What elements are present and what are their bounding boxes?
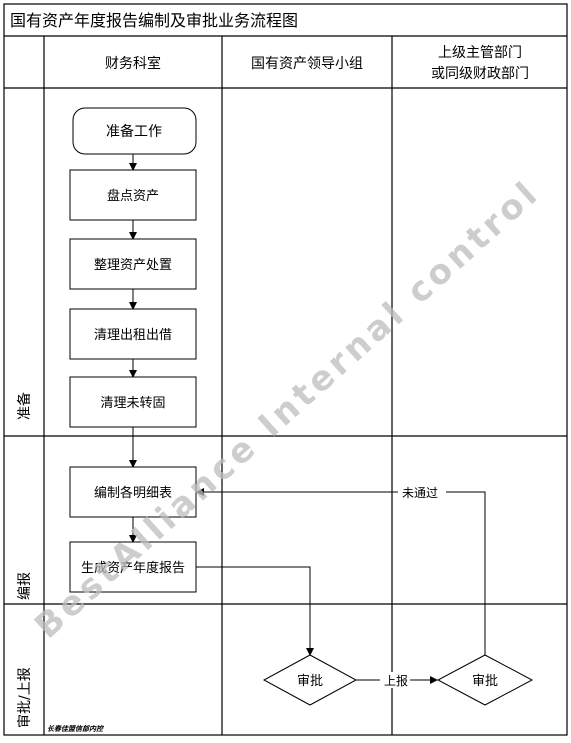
- node-lease-label: 清理出租出借: [94, 328, 172, 343]
- phase-label-compile: 编报: [17, 572, 33, 600]
- node-disposal: 整理资产处置: [69, 238, 197, 290]
- lane-header-superior-line2: 或同级财政部门: [431, 66, 529, 82]
- node-review2-label: 审批: [472, 674, 498, 689]
- lane-header-superior-line1: 上级主管部门: [438, 45, 522, 61]
- node-lease: 清理出租出借: [69, 308, 197, 360]
- edge-review2-details: [196, 488, 486, 655]
- node-fixed-label: 清理未转固: [100, 396, 165, 411]
- node-start: 准备工作: [72, 107, 197, 155]
- diagram-frame: [3, 3, 568, 736]
- phase-label-approve: 审批/上报: [17, 667, 33, 728]
- node-inventory-label: 盘点资产: [107, 188, 159, 204]
- connectors: [129, 154, 486, 684]
- edge-report-review1: [196, 566, 314, 656]
- edge-label-not-passed: 未通过: [402, 486, 438, 500]
- node-start-label: 准备工作: [106, 123, 162, 140]
- node-disposal-label: 整理资产处置: [94, 258, 172, 273]
- node-fixed: 清理未转固: [69, 376, 197, 428]
- footer-stamp: 长春佳盟信部内控: [47, 724, 105, 733]
- node-report: 生成资产年度报告: [69, 541, 197, 593]
- node-review2: 审批: [436, 654, 534, 706]
- phase-label-prepare: 准备: [16, 392, 33, 420]
- node-inventory: 盘点资产: [69, 169, 197, 221]
- lane-header-finance: 财务科室: [105, 55, 161, 72]
- node-details: 编制各明细表: [69, 466, 197, 518]
- diagram-title: 国有资产年度报告编制及审批业务流程图: [10, 11, 298, 30]
- node-review1: 审批: [262, 654, 358, 706]
- node-review1-label: 审批: [297, 674, 323, 689]
- edge-label-submit: 上报: [384, 673, 408, 688]
- node-report-label: 生成资产年度报告: [81, 560, 185, 576]
- lane-header-leadership: 国有资产领导小组: [251, 56, 363, 72]
- node-details-label: 编制各明细表: [94, 485, 172, 501]
